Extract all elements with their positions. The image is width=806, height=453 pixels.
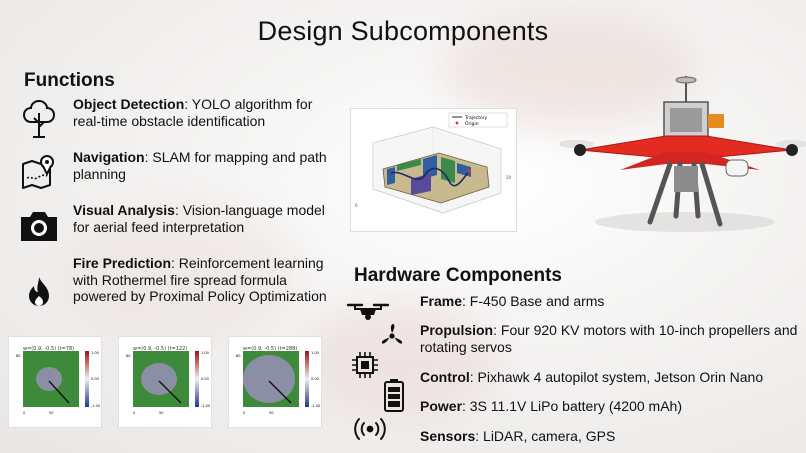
- fire-sim-thumbnail: w=(0.9, -0.5) (t=288) 1.00 0.00 -1.00 0 …: [228, 336, 322, 428]
- fire-sim-thumbnail: w=(0.9, -0.5) (t=122) 1.00 0.00 -1.00 0 …: [118, 336, 212, 428]
- colorbar-tick: 1.00: [91, 351, 99, 355]
- hardware-desc: : Four 920 KV motors with 10-inch propel…: [420, 322, 798, 355]
- sim-label: w=(0.9, -0.5) (t=122): [133, 346, 188, 352]
- colorbar-tick: -1.00: [311, 404, 320, 408]
- background-blur: [300, 300, 500, 420]
- fire-sim-thumbnail: w=(0.9, -0.5) (t=78) 1.00 0.00 -1.00 0 5…: [8, 336, 102, 428]
- axis-tick-label: 0: [355, 203, 358, 208]
- hardware-desc: : F-450 Base and arms: [462, 293, 605, 309]
- colorbar-tick: 0.00: [91, 377, 99, 381]
- hardware-desc: : Pixhawk 4 autopilot system, Jetson Ori…: [469, 369, 764, 385]
- axis-tick: 80: [126, 354, 130, 358]
- axis-tick: 0: [23, 411, 25, 415]
- hardware-propulsion: Propulsion: Four 920 KV motors with 10-i…: [420, 322, 800, 356]
- colorbar-tick: -1.00: [91, 404, 100, 408]
- axis-tick: 50: [49, 411, 53, 415]
- colorbar-tick: 1.00: [201, 351, 209, 355]
- hardware-name: Frame: [420, 293, 463, 309]
- slam-map-figure: Trajectory Origin 0 20: [350, 108, 517, 232]
- map-pin-icon: [16, 149, 62, 195]
- colorbar-tick: 0.00: [201, 377, 209, 381]
- tree-icon: [16, 96, 62, 142]
- colorbar-tick: 1.00: [311, 351, 319, 355]
- axis-tick: 0: [243, 411, 245, 415]
- legend-trajectory: Trajectory: [464, 115, 488, 121]
- function-name: Object Detection: [73, 96, 185, 112]
- legend-origin: Origin: [465, 121, 479, 127]
- function-desc: : Reinforcement learning with Rothermel …: [73, 255, 327, 304]
- function-name: Navigation: [73, 149, 145, 165]
- function-desc: : SLAM for mapping and path planning: [73, 149, 327, 182]
- hardware-frame: Frame: F-450 Base and arms: [420, 293, 800, 310]
- background-blur: [60, 200, 300, 350]
- hardware-name: Propulsion: [420, 322, 494, 338]
- hardware-sensors: Sensors: LiDAR, camera, GPS: [420, 428, 800, 445]
- function-name: Fire Prediction: [73, 255, 172, 271]
- colorbar-tick: 0.00: [311, 377, 319, 381]
- page-title: Design Subcomponents: [257, 16, 549, 46]
- hardware-control: Control: Pixhawk 4 autopilot system, Jet…: [420, 369, 800, 386]
- sim-label: w=(0.9, -0.5) (t=288): [243, 346, 298, 352]
- axis-tick: 50: [269, 411, 273, 415]
- axis-tick: 0: [133, 411, 135, 415]
- hardware-name: Control: [420, 369, 470, 385]
- hardware-power: Power: 3S 11.1V LiPo battery (4200 mAh): [420, 398, 800, 415]
- battery-icon: [383, 378, 405, 412]
- function-name: Visual Analysis: [73, 202, 175, 218]
- hardware-desc: : 3S 11.1V LiPo battery (4200 mAh): [462, 398, 682, 414]
- function-desc: : Vision-language model for aerial feed …: [73, 202, 325, 235]
- hardware-name: Power: [420, 398, 463, 414]
- hardware-name: Sensors: [420, 428, 476, 444]
- drone-icon: [346, 301, 390, 323]
- axis-tick: 80: [236, 354, 240, 358]
- flame-icon: [16, 269, 62, 315]
- hardware-heading: Hardware Components: [354, 265, 562, 286]
- signal-icon: [354, 417, 386, 441]
- camera-icon: [16, 202, 62, 248]
- function-desc: : YOLO algorithm for real-time obstacle …: [73, 96, 313, 129]
- functions-heading: Functions: [24, 70, 115, 91]
- drone-illustration: [558, 72, 806, 242]
- colorbar-tick: -1.00: [201, 404, 210, 408]
- axis-tick-label: 20: [506, 175, 512, 180]
- sim-label: w=(0.9, -0.5) (t=78): [23, 346, 75, 352]
- propeller-icon: [378, 322, 406, 350]
- hardware-desc: : LiDAR, camera, GPS: [475, 428, 616, 444]
- axis-tick: 80: [16, 354, 20, 358]
- axis-tick: 50: [159, 411, 163, 415]
- chip-icon: [350, 350, 380, 380]
